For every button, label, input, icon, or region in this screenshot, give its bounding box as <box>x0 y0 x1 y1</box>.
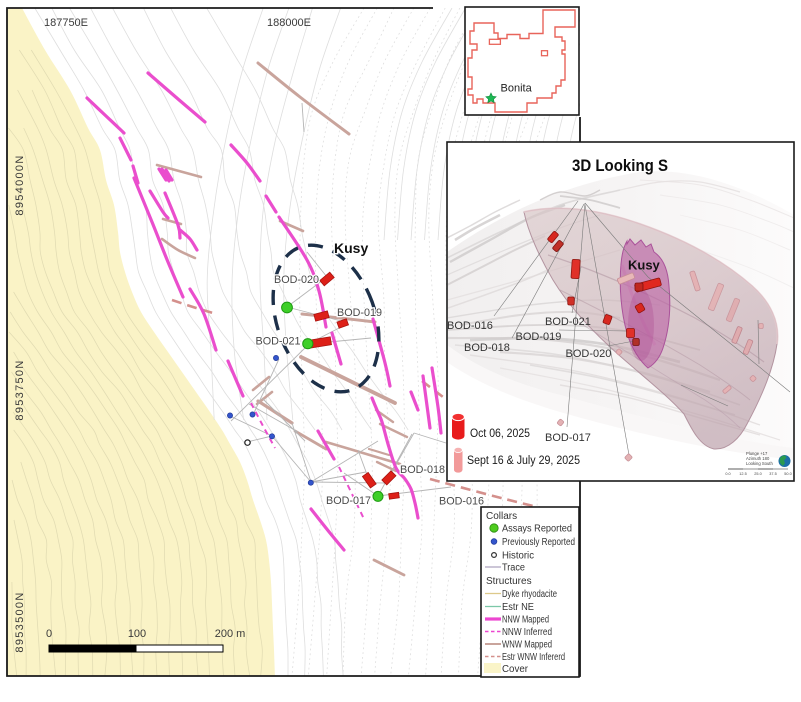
svg-text:188000E: 188000E <box>267 17 311 29</box>
svg-text:NNW Mapped: NNW Mapped <box>502 615 549 626</box>
svg-text:3D Looking S: 3D Looking S <box>572 156 668 175</box>
svg-text:Structures: Structures <box>486 576 532 587</box>
svg-text:Estr NE: Estr NE <box>502 602 534 613</box>
svg-text:Azimuth 180: Azimuth 180 <box>746 456 770 461</box>
svg-text:200 m: 200 m <box>215 628 246 640</box>
svg-text:Looking South: Looking South <box>746 461 773 466</box>
svg-text:100: 100 <box>128 628 146 640</box>
svg-text:Kusy: Kusy <box>334 240 368 256</box>
svg-text:Collars: Collars <box>486 511 517 522</box>
svg-text:BOD-018: BOD-018 <box>400 464 445 476</box>
svg-text:Previously Reported: Previously Reported <box>502 537 575 548</box>
svg-text:BOD-018: BOD-018 <box>464 342 510 354</box>
svg-text:0: 0 <box>46 628 52 640</box>
svg-text:Trace: Trace <box>502 563 526 574</box>
svg-text:25.0: 25.0 <box>754 472 761 476</box>
svg-text:BOD-019: BOD-019 <box>516 331 562 343</box>
svg-text:NNW Inferred: NNW Inferred <box>502 627 552 638</box>
svg-text:BOD-021: BOD-021 <box>545 316 591 328</box>
svg-text:50.0: 50.0 <box>784 472 791 476</box>
svg-text:BOD-020: BOD-020 <box>566 348 612 360</box>
svg-text:0.0: 0.0 <box>725 472 730 476</box>
svg-text:BOD-016: BOD-016 <box>447 320 493 332</box>
svg-text:187750E: 187750E <box>44 17 88 29</box>
svg-text:8953500N: 8953500N <box>14 591 26 652</box>
svg-text:Oct 06, 2025: Oct 06, 2025 <box>470 426 530 440</box>
svg-text:37.5: 37.5 <box>769 472 776 476</box>
svg-text:WNW Mapped: WNW Mapped <box>502 640 552 651</box>
svg-text:BOD-019: BOD-019 <box>337 307 382 319</box>
svg-text:Dyke rhyodacite: Dyke rhyodacite <box>502 589 557 600</box>
svg-text:12.5: 12.5 <box>739 472 746 476</box>
svg-text:Plunge +17: Plunge +17 <box>746 451 768 456</box>
svg-text:8953750N: 8953750N <box>14 359 26 420</box>
svg-text:8954000N: 8954000N <box>14 154 26 215</box>
svg-text:BOD-020: BOD-020 <box>274 274 319 286</box>
svg-text:BOD-021: BOD-021 <box>256 336 301 348</box>
svg-text:Historic: Historic <box>502 551 534 562</box>
svg-text:BOD-017: BOD-017 <box>326 495 371 507</box>
svg-text:BOD-017: BOD-017 <box>545 432 591 444</box>
svg-text:Sept 16 & July 29, 2025: Sept 16 & July 29, 2025 <box>467 453 580 467</box>
svg-text:Bonita: Bonita <box>501 83 533 95</box>
svg-text:Estr WNW Infererd: Estr WNW Infererd <box>502 652 565 663</box>
svg-text:Assays Reported: Assays Reported <box>502 524 572 535</box>
svg-text:Kusy: Kusy <box>628 258 661 273</box>
svg-text:BOD-016: BOD-016 <box>439 496 484 508</box>
svg-text:Cover: Cover <box>502 664 529 675</box>
